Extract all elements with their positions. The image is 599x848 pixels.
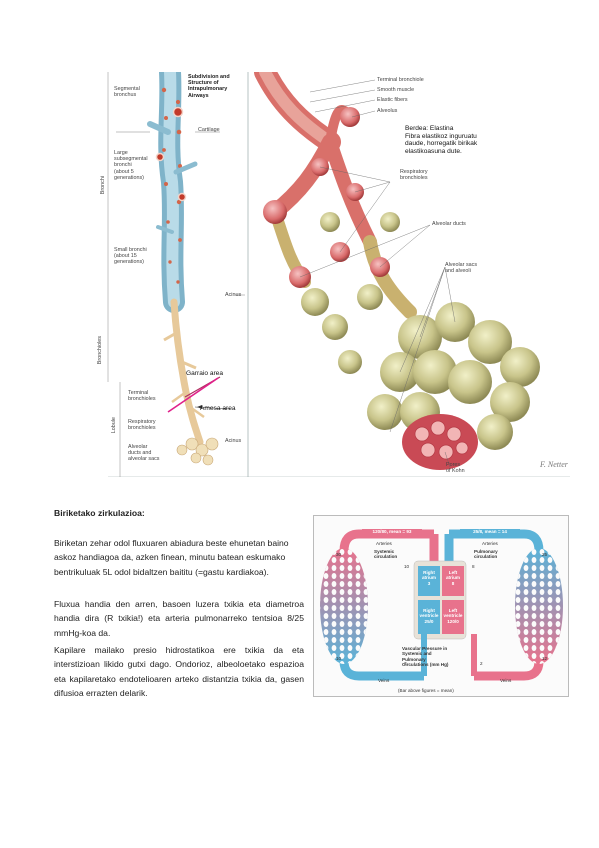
- label-bronchioles: Bronchioles: [96, 336, 103, 365]
- label-smooth-muscle: Smooth muscle: [377, 87, 415, 93]
- pressure-value: 10: [336, 656, 342, 661]
- annotation-amesa: Amesa area: [200, 405, 236, 412]
- figure-title: Subdivision and Structure of Intrapulmon…: [188, 74, 230, 99]
- label-lobule: Lobule: [111, 417, 117, 434]
- pressure-value: 2: [480, 661, 483, 666]
- circulation-diagram: [320, 529, 563, 681]
- label-alveolar-ducts-right: Alveolar ducts: [432, 221, 466, 227]
- label-alveolus: Alveolus: [377, 108, 398, 114]
- annotation-garraio: Garraio area: [186, 370, 224, 377]
- pressure-value: 12: [542, 656, 548, 661]
- pressure-value: 8: [472, 564, 475, 569]
- airway-illustration: F. Netter: [107, 61, 570, 478]
- label-bronchi: Bronchi: [100, 175, 107, 195]
- label-acinus-2: Acinus: [225, 438, 242, 444]
- pulmonary-pressure: 25/8, mean = 14: [473, 529, 507, 534]
- paragraph-2: Fluxua handia den arren, basoen luzera t…: [54, 599, 304, 638]
- footnote: (Bar above figures = mean): [398, 688, 454, 693]
- annotation-note: Berdea: Elastina Fibra elastikoz ingurua…: [405, 125, 478, 155]
- veins-right: Veins: [500, 678, 512, 683]
- label-elastic-fibers: Elastic fibers: [377, 97, 408, 103]
- label-acinus: Acinus: [225, 292, 242, 298]
- label-cartilage: Cartilage: [198, 127, 220, 133]
- section-heading: Biriketako zirkulazioa:: [54, 508, 145, 518]
- arteries-left: Arteries: [376, 541, 392, 546]
- paragraph-1: Biriketan zehar odol fluxuaren abiadura …: [54, 538, 289, 577]
- arteries-right: Arteries: [482, 541, 498, 546]
- pressure-value: 25: [542, 552, 548, 557]
- airway-anatomy-figure: F. Netter Subdivision and Structure of I…: [96, 61, 570, 478]
- circulation-figure: 120/80, mean = 93 25/8, mean = 14 Arteri…: [313, 515, 569, 697]
- systemic-pressure: 120/80, mean = 93: [372, 529, 412, 534]
- veins-left: Veins: [378, 678, 390, 683]
- svg-text:F. Netter: F. Netter: [539, 460, 569, 469]
- pressure-value: 10: [404, 564, 410, 569]
- label-terminal-bronchiole: Terminal bronchiole: [377, 77, 424, 83]
- paragraph-3: Kapilare mailako presio hidrostatikoa er…: [54, 645, 304, 699]
- pressure-value: 30: [336, 552, 342, 557]
- pressure-value: 2: [404, 661, 407, 666]
